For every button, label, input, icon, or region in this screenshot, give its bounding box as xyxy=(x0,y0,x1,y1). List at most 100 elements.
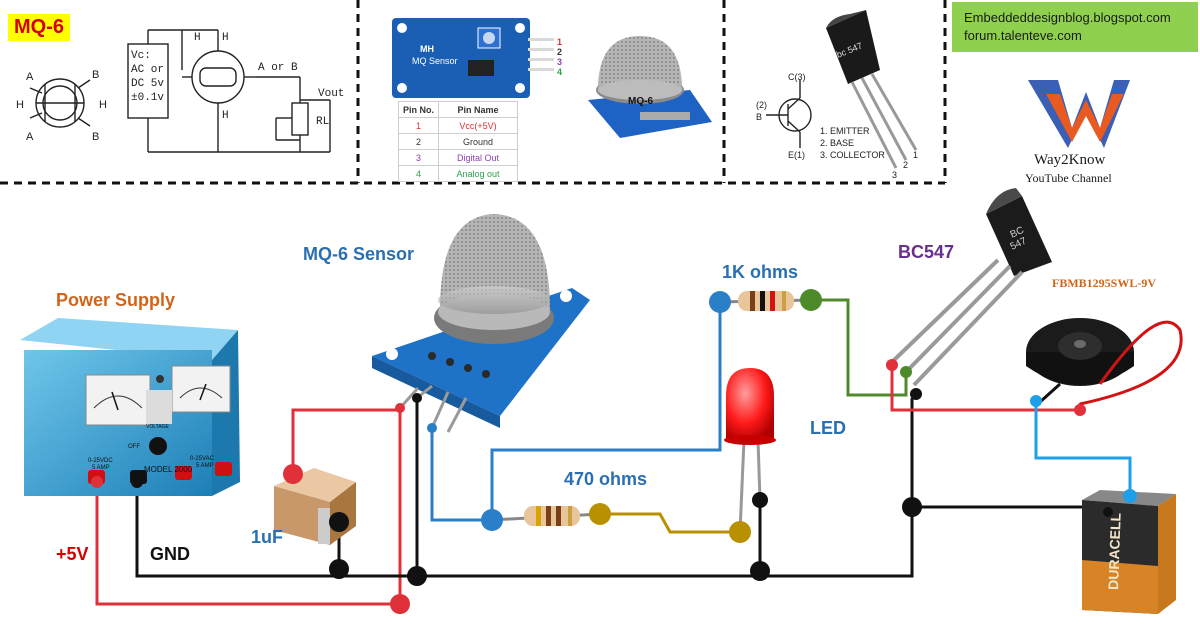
h-label: H xyxy=(194,32,201,44)
transistor-symbol xyxy=(766,80,812,148)
pin-table-cell: 1 xyxy=(398,117,439,134)
led xyxy=(724,368,776,533)
node-gnd-sensor xyxy=(407,566,427,586)
mq6-circuit-text: Vc: AC or DC 5v ±0.1v A or B Vout RL H H… xyxy=(131,32,344,128)
mq6-title-tag: MQ-6 xyxy=(8,14,70,41)
leg-number: 2 xyxy=(903,160,908,170)
pin-table-cell: Digital Out xyxy=(438,149,518,166)
bc547-transistor: BC 547 xyxy=(890,188,1052,387)
psu-range-right: 0-25VAC xyxy=(190,456,215,462)
node-battery-cyan xyxy=(1123,489,1137,503)
node-1k-left xyxy=(709,291,731,313)
pin-table-cell: 4 xyxy=(398,165,439,182)
brand-subtitle: YouTube Channel xyxy=(1025,171,1112,185)
way2know-logo xyxy=(1028,80,1130,148)
node-led-cathode xyxy=(752,492,768,508)
node-gnd-led xyxy=(750,561,770,581)
pin-table-header: Pin Name xyxy=(438,101,518,118)
pin-letter-h: H xyxy=(99,99,107,111)
node-1k-right xyxy=(800,289,822,311)
node-led-anode xyxy=(729,521,751,543)
buzzer xyxy=(1026,318,1183,406)
resistor-470 xyxy=(491,506,601,526)
resistor-1k xyxy=(719,291,812,311)
wire-470-led xyxy=(600,512,740,534)
resistor-470-label: 470 ohms xyxy=(564,469,648,489)
bc547-photo: bc 547 3 2 1 xyxy=(826,10,918,180)
wires xyxy=(95,298,1132,606)
pin-number: 1 xyxy=(557,37,562,47)
node-cap-black xyxy=(329,512,349,532)
resistor-1k-label: 1K ohms xyxy=(722,262,799,282)
pin-letter-h: H xyxy=(16,99,24,111)
node-sensor-vcc xyxy=(395,403,405,413)
vc-label: Vc: xyxy=(131,50,151,62)
node-psu-gnd xyxy=(131,476,143,488)
node-470-left xyxy=(481,509,503,531)
module-pin-numbers: 1 2 3 4 xyxy=(557,37,562,77)
pin-table-cell: Vcc(+5V) xyxy=(438,117,518,134)
vc-dc-label: DC 5v xyxy=(131,78,164,90)
node-buzzer-red xyxy=(1074,404,1086,416)
leg-number: 3 xyxy=(892,170,897,180)
pin-number: 2 xyxy=(557,47,562,57)
base-pin-letter: B xyxy=(756,112,762,122)
collector-pin-label: C(3) xyxy=(788,72,806,82)
vc-ac-label: AC or xyxy=(131,64,164,76)
wire-gnd xyxy=(135,398,914,578)
node-buzzer-cyan xyxy=(1030,395,1042,407)
pin-number: 3 xyxy=(557,57,562,67)
pin-letter-a: A xyxy=(26,131,34,143)
website-banner: Embeddeddesignblog.blogspot.com forum.ta… xyxy=(952,2,1198,52)
plus-5v-label: +5V xyxy=(56,544,89,564)
node-sensor-ao xyxy=(427,423,437,433)
power-supply: MODEL 2000 0-25VDC 5 AMP 0-25VAC 5 AMP O… xyxy=(20,318,240,496)
wire-analog xyxy=(430,428,492,522)
power-supply-label: Power Supply xyxy=(56,290,176,310)
a-or-b-label: A or B xyxy=(258,62,298,74)
mq6-measuring-circuit xyxy=(127,29,331,153)
led-label: LED xyxy=(810,418,846,438)
vc-tolerance-label: ±0.1v xyxy=(131,92,164,104)
transistor-labels: C(3) (2) B E(1) 1. EMITTER 2. BASE 3. CO… xyxy=(756,72,885,160)
base-pin-label: (2) xyxy=(756,100,767,110)
wire-5v-cap xyxy=(291,408,400,474)
reference-strip xyxy=(0,0,947,185)
battery-9v: DURACELL xyxy=(1082,490,1176,614)
node-gnd-battery xyxy=(902,497,922,517)
capacitor-label: 1uF xyxy=(251,527,284,547)
node-470-right xyxy=(589,503,611,525)
psu-off-text: OFF xyxy=(128,444,140,450)
h-label: H xyxy=(222,32,229,44)
mq-module-board: MH MQ Sensor xyxy=(392,18,554,98)
node-gnd-cap xyxy=(329,559,349,579)
pin-letter-a: A xyxy=(26,71,34,83)
h-label: H xyxy=(222,110,229,122)
psu-voltage-text: VOLTAGE xyxy=(146,424,170,430)
rl-label: RL xyxy=(316,116,329,128)
emitter-pin-label: E(1) xyxy=(788,150,805,160)
pin-list-item: 1. EMITTER xyxy=(820,126,870,136)
pin-table: Pin No. Pin Name 1 Vcc(+5V) 2 Ground 3 D… xyxy=(398,101,518,182)
pin-table-cell: 3 xyxy=(398,149,439,166)
pin-letter-b: B xyxy=(92,131,99,143)
node-base xyxy=(900,366,912,378)
pin-list-item: 3. COLLECTOR xyxy=(820,150,885,160)
sensor-label: MQ-6 Sensor xyxy=(303,244,415,264)
brand-name: Way2Know xyxy=(1034,152,1106,168)
capacitor-1uf xyxy=(274,468,356,545)
website-line-1: Embeddeddesignblog.blogspot.com xyxy=(964,10,1171,25)
pin-list-item: 2. BASE xyxy=(820,138,854,148)
wire-led-1k xyxy=(490,302,722,520)
website-line-2: forum.talenteve.com xyxy=(964,28,1082,43)
node-5v-bottom xyxy=(390,594,410,614)
mq6-sensor-module xyxy=(372,214,590,433)
node-psu-plus xyxy=(91,476,103,488)
node-collector xyxy=(886,359,898,371)
psu-amp-left: 5 AMP xyxy=(92,465,110,471)
node-emitter xyxy=(910,388,922,400)
gnd-label: GND xyxy=(150,544,190,564)
mq6-module-photo: MQ-6 xyxy=(588,36,712,138)
psu-amp-right: 5 AMP xyxy=(196,463,214,469)
